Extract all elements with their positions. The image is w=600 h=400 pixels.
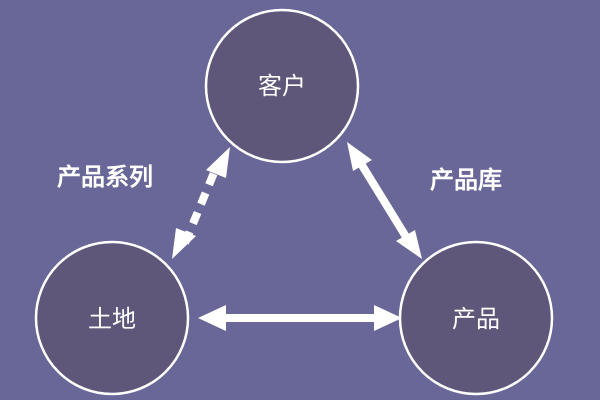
edge-land-customer-label: 产品系列 (57, 163, 153, 191)
edge-land-customer-line (181, 161, 222, 245)
edge-land-customer (172, 147, 230, 259)
edge-land-product-head-product (374, 305, 402, 331)
edge-customer-product-head-product (396, 230, 422, 259)
edge-land-product-head-land (198, 305, 226, 331)
edge-land-customer-head-customer (206, 147, 230, 178)
node-land-label: 土地 (88, 305, 136, 333)
node-product: 产品 (398, 240, 554, 396)
edge-customer-product-line (356, 159, 412, 243)
node-land-circle (34, 240, 190, 396)
edge-customer-product-label: 产品库 (430, 166, 502, 194)
node-customer-circle (204, 8, 360, 164)
edge-land-customer-head-land (172, 228, 196, 259)
node-product-circle (398, 240, 554, 396)
edge-land-product (198, 305, 402, 331)
node-customer-label: 客户 (258, 72, 306, 100)
edge-customer-product-head-customer (347, 142, 372, 171)
node-customer: 客户 (204, 8, 360, 164)
node-land: 土地 (34, 240, 190, 396)
node-product-label: 产品 (452, 305, 500, 333)
edge-customer-product (347, 142, 422, 259)
